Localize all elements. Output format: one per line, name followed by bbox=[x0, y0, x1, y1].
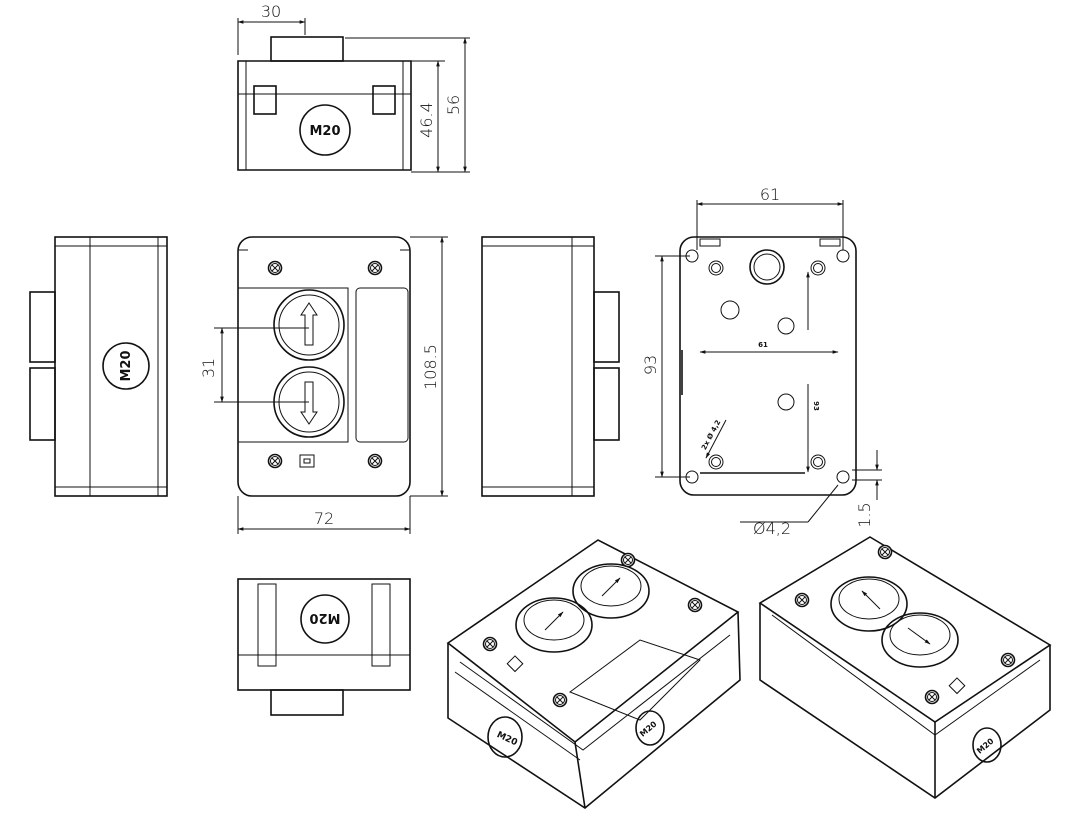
dim-back-inner-width: 61 bbox=[758, 341, 768, 349]
dim-front-spacing: 31 bbox=[199, 358, 218, 378]
dim-back-width: 61 bbox=[760, 185, 780, 204]
gland-side-label: M20 bbox=[119, 350, 134, 381]
gland-iso-a-label: M20 bbox=[495, 730, 519, 748]
screw-icon bbox=[367, 453, 383, 469]
gland-iso-c bbox=[972, 727, 1002, 763]
screw-icon bbox=[794, 592, 810, 608]
square-indicator-icon bbox=[948, 677, 966, 695]
screw-icon bbox=[267, 453, 283, 469]
dim-front-width: 72 bbox=[314, 509, 334, 528]
dim-top-height-outer: 56 bbox=[444, 95, 463, 115]
dim-back-height: 93 bbox=[641, 355, 660, 375]
screw-icon bbox=[367, 260, 383, 276]
screw-icon bbox=[482, 636, 498, 652]
square-indicator-icon bbox=[299, 454, 315, 468]
gland-bottom bbox=[300, 594, 350, 644]
dim-hole-diameter: Ø4,2 bbox=[753, 519, 791, 538]
screw-icon bbox=[1000, 652, 1016, 668]
square-indicator-icon bbox=[506, 655, 524, 673]
isometric-view-a: M20 M20 bbox=[446, 539, 741, 809]
screw-icon bbox=[552, 692, 568, 708]
front-view: 31 108.5 72 bbox=[199, 236, 448, 534]
screw-icon bbox=[687, 597, 703, 613]
left-side-view: M20 bbox=[29, 236, 168, 497]
screw-icon bbox=[620, 552, 636, 568]
dim-top-height-inner: 46.4 bbox=[417, 102, 436, 138]
screw-icon bbox=[267, 260, 283, 276]
back-view: 61 93 2x Ø 4,2 61 93 Ø4,2 1.5 bbox=[641, 185, 882, 538]
dim-front-height: 108.5 bbox=[421, 344, 440, 390]
arrow-up-icon bbox=[273, 289, 345, 361]
dim-back-holes: 2x Ø 4,2 bbox=[700, 419, 722, 452]
dim-hole-offset: 1.5 bbox=[855, 502, 874, 527]
gland-top-label: M20 bbox=[309, 124, 340, 139]
gland-top bbox=[299, 104, 351, 156]
screw-icon bbox=[877, 544, 893, 560]
dim-back-inner-height: 93 bbox=[812, 401, 820, 411]
screw-icon bbox=[924, 689, 940, 705]
gland-iso-b bbox=[635, 710, 665, 746]
isometric-view-b: M20 bbox=[758, 536, 1052, 799]
dim-top-width: 30 bbox=[261, 2, 281, 21]
gland-iso-a bbox=[487, 716, 523, 758]
gland-iso-b-label: M20 bbox=[638, 719, 659, 738]
gland-side bbox=[102, 342, 150, 390]
gland-bottom-label: M20 bbox=[309, 610, 340, 625]
top-view: M20 30 46.4 56 bbox=[237, 2, 470, 173]
right-side-view bbox=[481, 236, 620, 497]
bottom-view: M20 bbox=[237, 578, 411, 716]
